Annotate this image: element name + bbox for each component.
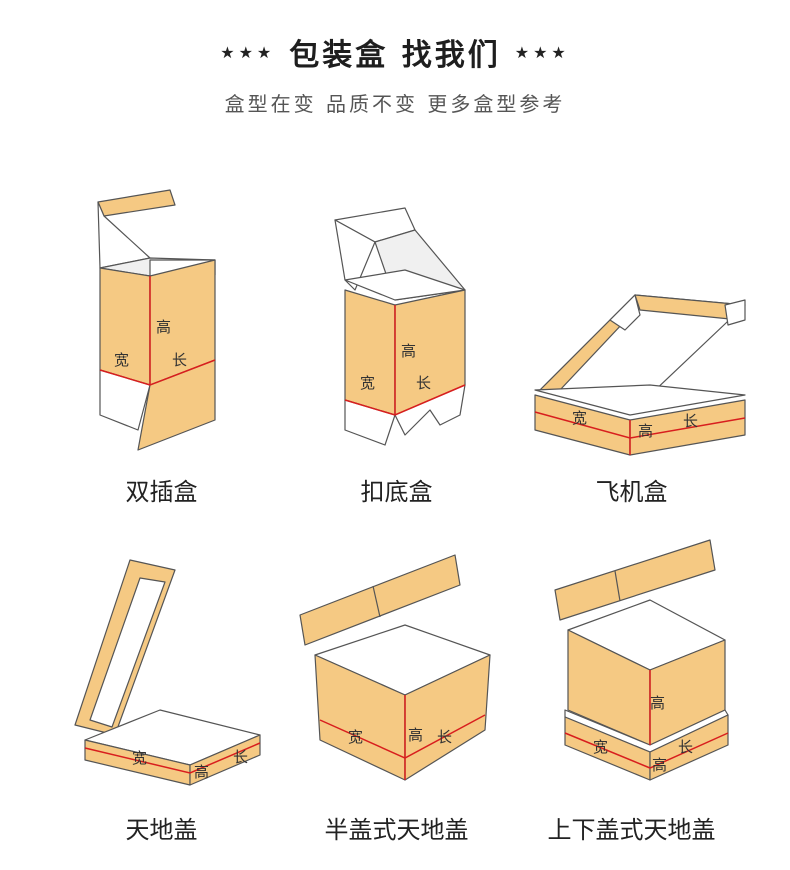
height-label: 高 <box>194 763 209 781</box>
box-caption: 天地盖 <box>125 816 198 844</box>
box-caption: 扣底盒 <box>360 478 433 506</box>
height-label: 高 <box>638 422 653 440</box>
width-label: 宽 <box>132 749 147 767</box>
length-label: 长 <box>437 728 452 746</box>
box-card-top-bottom-lid: 高 宽 高 长 上下盖式天地盖 <box>500 530 763 860</box>
height-label: 高 <box>401 342 416 360</box>
top-bottom-lid-box-illustration: 高 宽 高 长 <box>554 539 729 781</box>
lock-bottom-box-illustration: 高 宽 长 <box>334 207 466 446</box>
page-title: 包装盒 找我们 <box>289 38 501 73</box>
height-label: 高 <box>156 318 171 336</box>
box-caption: 飞机盒 <box>595 478 668 506</box>
height-label: 高 <box>650 694 665 712</box>
height-label: 高 <box>408 726 423 744</box>
length-label: 长 <box>172 351 187 369</box>
box-card-mailer: 宽 高 长 飞机盒 <box>500 180 763 510</box>
width-label: 宽 <box>360 374 375 392</box>
box-card-half-lid: 宽 高 长 半盖式天地盖 <box>265 530 528 860</box>
width-label: 宽 <box>114 351 129 369</box>
double-tuck-box-illustration: 高 宽 长 <box>97 189 216 451</box>
box-caption: 双插盒 <box>125 478 198 506</box>
length-label: 长 <box>416 374 431 392</box>
mailer-box-illustration: 宽 高 长 <box>534 294 746 456</box>
box-card-lid-base: 宽 高 长 天地盖 <box>30 530 293 860</box>
header: ★★★ 包装盒 找我们 ★★★ 盒型在变 品质不变 更多盒型参考 <box>0 30 790 117</box>
length-label: 长 <box>233 748 248 766</box>
half-lid-box-illustration: 宽 高 长 <box>299 554 491 781</box>
stars-right: ★★★ <box>514 42 570 62</box>
box-caption: 半盖式天地盖 <box>324 816 469 844</box>
title-row: ★★★ 包装盒 找我们 ★★★ <box>0 30 790 74</box>
page-subtitle: 盒型在变 品质不变 更多盒型参考 <box>224 92 566 116</box>
box-caption: 上下盖式天地盖 <box>547 816 716 844</box>
box-card-lock-bottom: 高 宽 长 扣底盒 <box>265 180 528 510</box>
lid-base-box-illustration: 宽 高 长 <box>74 559 261 786</box>
width-label: 宽 <box>348 728 363 746</box>
width-label: 宽 <box>593 738 608 756</box>
height-label-base: 高 <box>652 756 667 774</box>
length-label: 长 <box>678 738 693 756</box>
length-label: 长 <box>683 412 698 430</box>
width-label: 宽 <box>572 409 587 427</box>
stars-left: ★★★ <box>220 42 276 62</box>
box-card-double-tuck: 高 宽 长 双插盒 <box>30 180 293 510</box>
